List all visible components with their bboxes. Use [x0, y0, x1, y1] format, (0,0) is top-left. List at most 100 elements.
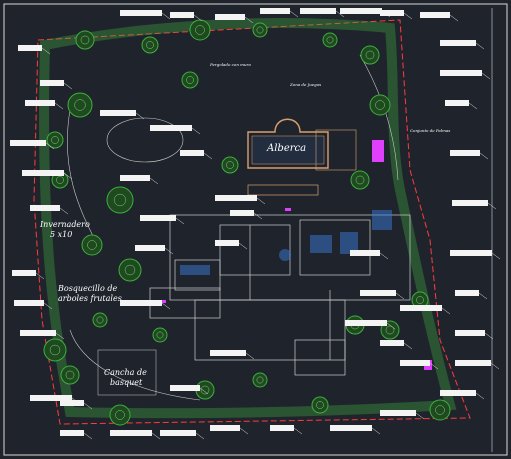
annotation-tag — [345, 320, 387, 326]
tree-symbol — [109, 404, 131, 426]
annotation-tag — [10, 140, 46, 146]
annotation-tag — [18, 45, 42, 51]
leader-line — [481, 72, 491, 80]
annotation-tag — [120, 175, 150, 181]
annotation-tag — [215, 240, 239, 246]
leader-line — [403, 12, 413, 20]
tree-canopy-ring — [56, 176, 64, 184]
leader-line — [83, 432, 93, 440]
pool-water — [251, 135, 325, 165]
tree-symbol — [350, 170, 370, 190]
leader-line — [478, 292, 488, 300]
pool-deck — [315, 129, 357, 171]
play-area-label: Zona de Juegos — [290, 82, 322, 87]
leader-line — [479, 152, 489, 160]
annotation-tag — [60, 400, 84, 406]
drawing-frame — [3, 3, 508, 456]
tree-canopy-ring — [195, 25, 205, 35]
tree-symbol — [221, 156, 239, 174]
annotation-tag — [455, 360, 491, 366]
tree-symbol — [46, 131, 64, 149]
tree-symbol — [75, 30, 95, 50]
annotation-tag — [445, 100, 469, 106]
house-plan — [149, 184, 411, 376]
garden-path — [69, 329, 201, 401]
tree-symbol — [360, 45, 380, 65]
annotation-tag — [455, 330, 485, 336]
annotation-tag — [12, 270, 36, 276]
annotation-tag — [440, 70, 482, 76]
annotation-tag — [210, 425, 240, 431]
tree-symbol — [67, 92, 93, 118]
tree-canopy-ring — [416, 296, 424, 304]
tree-canopy-ring — [113, 193, 127, 207]
tree-canopy-ring — [435, 405, 445, 415]
leader-line — [441, 307, 451, 315]
annotation-tag — [170, 12, 194, 18]
tree-canopy-ring — [256, 26, 264, 34]
leader-line — [244, 16, 254, 24]
tree-canopy-ring — [146, 41, 154, 49]
tree-symbol — [152, 327, 168, 343]
tree-canopy-ring — [355, 175, 365, 185]
annotation-tag — [60, 430, 84, 436]
tree-symbol — [81, 234, 103, 256]
leader-line — [164, 247, 174, 255]
annotation-tag — [215, 195, 257, 201]
annotation-tag — [135, 245, 165, 251]
leader-line — [43, 302, 53, 310]
annotation-tag — [40, 80, 64, 86]
greenhouse-label: Invernadero — [40, 220, 90, 229]
annotation-tag — [160, 430, 196, 436]
leader-line — [371, 427, 381, 435]
annotation-tag — [25, 100, 55, 106]
palms-label: Conjunto de Palmas — [410, 128, 451, 133]
annotation-tag — [215, 14, 245, 20]
tree-symbol — [118, 258, 142, 282]
leader-line — [487, 202, 497, 210]
leader-line — [175, 217, 185, 225]
annotation-tag — [450, 250, 492, 256]
annotation-tag — [22, 170, 64, 176]
leader-line — [289, 10, 299, 18]
orchard-label-line2: arboles frutales — [58, 294, 122, 303]
tree-canopy-ring — [87, 240, 97, 250]
leader-line — [238, 242, 248, 250]
annotation-tag — [230, 210, 254, 216]
tree-symbol — [369, 94, 391, 116]
annotation-tag — [260, 8, 290, 14]
annotation-tag — [20, 330, 56, 336]
annotation-tag — [340, 8, 382, 14]
garden-path — [67, 109, 96, 241]
leader-line — [161, 12, 171, 20]
leader-line — [35, 272, 45, 280]
leader-line — [203, 152, 213, 160]
leader-line — [245, 352, 255, 360]
tree-symbol — [429, 399, 451, 421]
annotation-tag — [300, 8, 336, 14]
leader-line — [59, 207, 69, 215]
tree-symbol — [252, 372, 268, 388]
leader-line — [415, 412, 425, 420]
basketball-court — [97, 349, 157, 396]
tree-symbol — [92, 312, 108, 328]
court-label-line1: Cancha de — [104, 368, 147, 377]
leader-line — [195, 432, 205, 440]
annotation-tag — [110, 430, 152, 436]
tree-symbol — [252, 22, 268, 38]
annotation-tag — [150, 125, 192, 131]
annotation-tag — [140, 215, 176, 221]
annotation-tag — [420, 12, 450, 18]
tree-canopy-ring — [200, 385, 210, 395]
tree-symbol — [181, 71, 199, 89]
leader-line — [490, 362, 500, 370]
leader-line — [135, 112, 145, 120]
annotation-tag — [440, 390, 476, 396]
tree-canopy-ring — [186, 76, 194, 84]
annotation-tag — [30, 205, 60, 211]
leader-line — [395, 292, 405, 300]
annotation-tag — [120, 10, 162, 16]
annotation-tag — [400, 360, 430, 366]
tree-canopy-ring — [74, 99, 86, 111]
tree-canopy-ring — [65, 370, 75, 380]
